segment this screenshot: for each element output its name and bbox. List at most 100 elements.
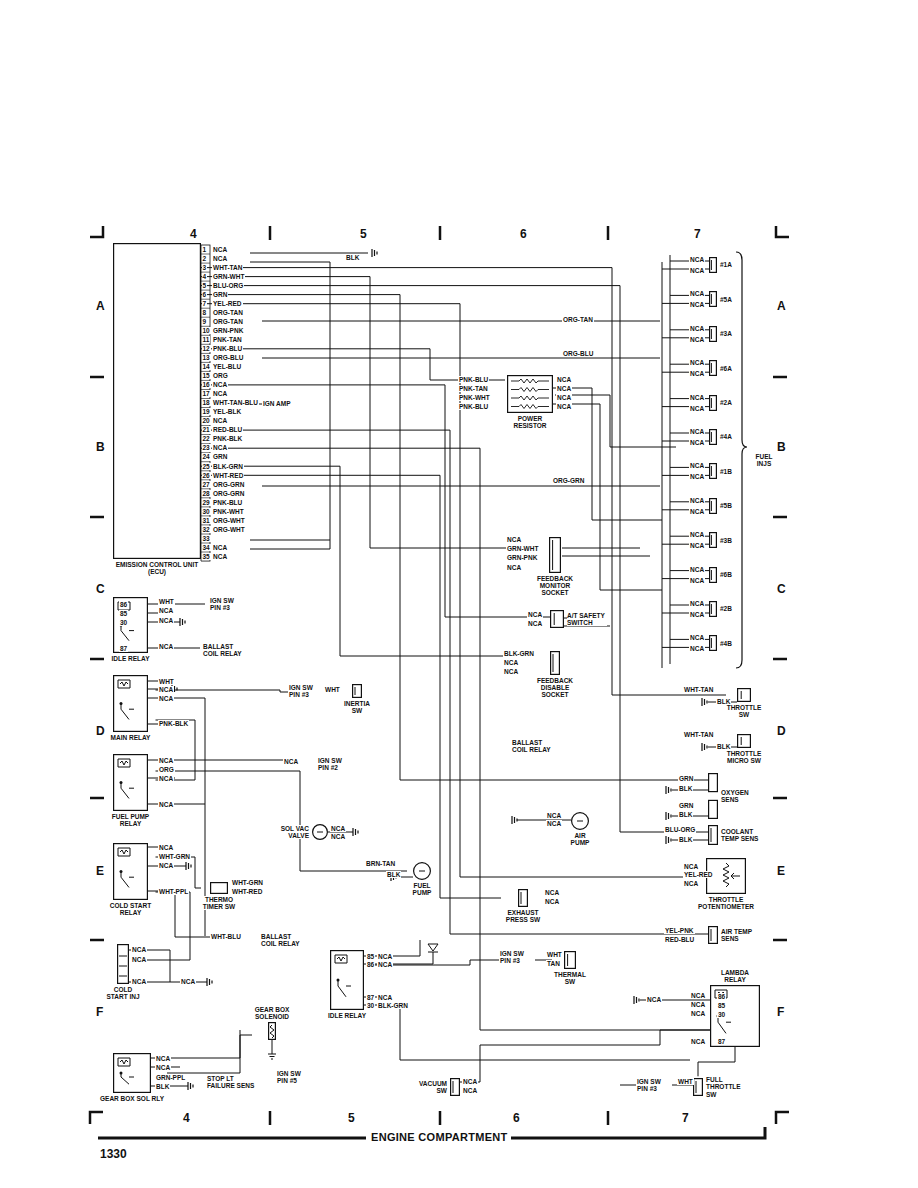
symbol-line: [711, 501, 712, 511]
ground-symbol: [666, 812, 671, 820]
symbol-line: [338, 980, 346, 997]
component-label: A/T SAFETY SWITCH: [567, 612, 607, 626]
component-label: INERTIA SW: [341, 700, 373, 714]
wire-label: GRN-PPL: [155, 1074, 186, 1081]
symbol-dot: [120, 1072, 123, 1075]
symbol-drawing: [737, 688, 751, 702]
fuel-injector-symbol: [709, 567, 717, 583]
diode-symbol: [428, 944, 438, 952]
symbol-line: [711, 535, 712, 545]
relay-symbol: [330, 950, 364, 1010]
wire-label: 85: [119, 610, 128, 617]
symbol-line: [711, 398, 712, 408]
symbol-line: [736, 252, 747, 668]
wire-label: BRN-TAN: [365, 860, 396, 867]
wire-label: NCA: [690, 1038, 706, 1045]
relay: COLD START RELAY: [106, 843, 156, 916]
wire-color: GRN-PNK: [212, 327, 244, 334]
wire-color: WHT-RED: [212, 472, 244, 479]
wire-label: BLU-ORG: [664, 826, 696, 833]
fuel-injector-symbol: [709, 635, 717, 651]
wire-label: NCA: [506, 564, 522, 571]
symbol-line: [355, 687, 356, 695]
connector-socket-symbol: [550, 651, 560, 675]
symbol-outline: [114, 244, 201, 559]
pin-number: 18: [202, 399, 211, 406]
wire-color: NCA: [212, 544, 228, 551]
wire-label: 86: [717, 993, 726, 1000]
component-label: THERMAL SW: [552, 971, 588, 985]
symbol-line: [511, 388, 549, 392]
fuel-injector: #1B: [709, 463, 734, 479]
symbol-drawing: [709, 360, 717, 376]
wire-label: NCA: [556, 376, 572, 383]
wire-label: NCA: [158, 775, 174, 782]
oxygen-sensor: OXYGEN SENS: [708, 773, 761, 819]
pin-number: 25: [202, 463, 211, 470]
pin-number: 19: [202, 408, 211, 415]
symbol-line: [711, 570, 712, 580]
wire-label: NCA: [546, 820, 562, 827]
component-label: FUEL INJS: [749, 453, 779, 467]
symbol-line: [711, 828, 712, 842]
wire-color: YEL-BLK: [212, 408, 242, 415]
control-unit-symbol: [113, 243, 201, 559]
grid-reference: F: [94, 1006, 105, 1019]
symbol-line: [741, 691, 742, 699]
wire-color: NCA: [689, 325, 705, 332]
wire-connector: [201, 475, 501, 898]
wire-label: WHT-GRN: [231, 879, 264, 886]
wire-label: NCA: [158, 862, 174, 869]
symbol-line: [711, 638, 712, 648]
symbol-outline: [331, 951, 364, 1010]
wire-color: ORG-GRN: [212, 481, 245, 488]
component-label: EXHAUST PRESS SW: [501, 909, 545, 923]
component-label: #3B: [720, 537, 734, 544]
fuel-injector: #6B: [709, 567, 734, 583]
vacuum-switch: VACUUM SW: [407, 1078, 460, 1096]
wire: [272, 1040, 273, 1054]
wire-label: NCA: [377, 953, 393, 960]
wire-label: NCA: [158, 844, 174, 851]
symbol-drawing: [709, 257, 717, 273]
ground-symbol: [180, 618, 185, 626]
component-label: THROTTLE SW: [726, 704, 762, 718]
wire-color: PNK-TAN: [212, 336, 243, 343]
full-throttle-switch-symbol: [693, 1078, 703, 1096]
symbol-outline: [710, 326, 717, 341]
wire-label: WHT-TAN: [683, 686, 714, 693]
grid-tick: [90, 377, 104, 940]
symbol-outline: [709, 826, 718, 845]
pin-number: 13: [202, 354, 211, 361]
symbol-drawing: [709, 498, 717, 514]
pin-number: 34: [202, 544, 211, 551]
symbol-drawing: [113, 675, 148, 732]
symbol-drawing: [693, 1078, 703, 1096]
wire-label: NCA: [158, 686, 174, 693]
grid-reference: B: [94, 441, 107, 454]
wire-label: 30: [119, 619, 128, 626]
wire-color: ORG-GRN: [212, 490, 245, 497]
grid-reference: 5: [346, 1112, 357, 1125]
pin-number: 17: [202, 390, 211, 397]
wire-label: NCA: [158, 801, 174, 808]
wire-label: WHT: [546, 951, 563, 958]
wire-label: BLK: [716, 743, 731, 750]
wire-label: IGN SW PIN #5: [276, 1070, 312, 1084]
wire-color: ORG-BLU: [212, 354, 244, 361]
wire-label: NCA: [158, 607, 174, 614]
wire-label: NCA: [503, 659, 519, 666]
wire-label: WHT: [677, 1078, 694, 1085]
symbol-drawing: [450, 1078, 460, 1096]
wire-label: NCA: [546, 812, 562, 819]
symbol-drawing: [709, 532, 717, 548]
component-label: AIR TEMP SENS: [721, 928, 757, 942]
symbol-line: [119, 956, 127, 976]
component-label: #1A: [720, 261, 734, 268]
symbol-line: [129, 630, 134, 631]
symbol-outline: [565, 952, 576, 969]
wire-color: NCA: [689, 531, 705, 538]
wire-label: NCA: [180, 978, 196, 985]
sheet-number: 1330: [98, 1148, 129, 1161]
